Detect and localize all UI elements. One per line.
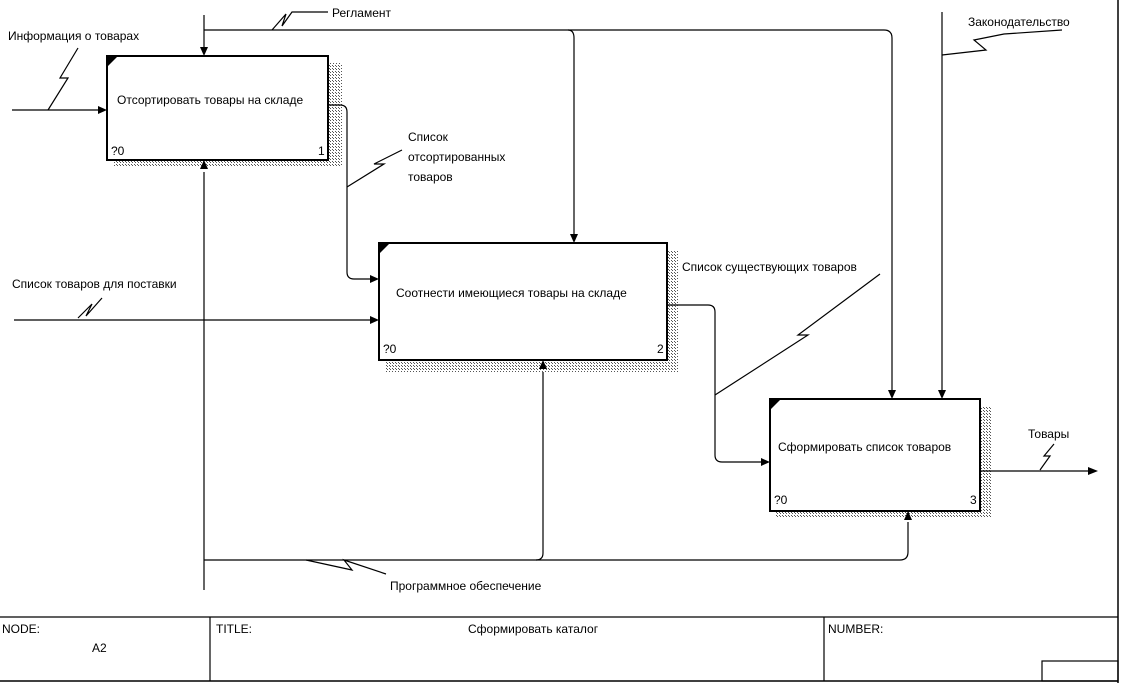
label-sorted-list-2: отсортированных: [408, 150, 505, 164]
label-legislation: Законодательство: [968, 15, 1070, 29]
activity-box-1[interactable]: Отсортировать товары на складе ?0 1: [106, 55, 329, 161]
squiggle-goods-out: [1039, 443, 1055, 471]
squiggle-sorted-list: [346, 149, 403, 188]
label-existing-list: Список существующих товаров: [682, 260, 857, 274]
label-delivery-list: Список товаров для поставки: [12, 277, 177, 291]
arrowheads: [98, 47, 1098, 520]
squiggle-reglament: [271, 11, 328, 31]
arrow-software-box2[interactable]: [204, 372, 544, 561]
footer-node-value: A2: [92, 641, 107, 655]
footer-title-label: TITLE:: [216, 622, 252, 636]
activity-2-cost: ?0: [383, 342, 397, 356]
activity-1-name: Отсортировать товары на складе: [117, 93, 303, 107]
title-block: [0, 616, 1119, 682]
label-software: Программное обеспечение: [390, 579, 542, 593]
squiggle-delivery-list: [77, 297, 103, 319]
label-goods-out: Товары: [1028, 427, 1069, 441]
arrow-sorted-list[interactable]: [328, 104, 373, 280]
footer-number-label: NUMBER:: [828, 622, 883, 636]
arrow-software-box3[interactable]: [536, 522, 909, 561]
footer-node-label: NODE:: [2, 622, 40, 636]
label-info-goods: Информация о товарах: [8, 29, 139, 43]
squiggle-software: [305, 558, 387, 575]
arrow-reglament-box3[interactable]: [568, 29, 893, 393]
squiggle-info-goods: [47, 47, 79, 111]
activity-2-name: Соотнести имеющиеся товары на складе: [396, 286, 627, 300]
label-reglament: Регламент: [332, 6, 391, 20]
activity-box-2[interactable]: Соотнести имеющиеся товары на складе ?0 …: [378, 242, 668, 361]
activity-box-3[interactable]: Сформировать список товаров ?0 3: [769, 398, 981, 512]
activity-1-number: 1: [318, 144, 325, 158]
activity-3-number: 3: [970, 493, 977, 507]
label-sorted-list-1: Список: [408, 130, 449, 144]
squiggle-existing-list: [714, 273, 881, 396]
activity-1-cost: ?0: [111, 144, 125, 158]
arrow-existing-list[interactable]: [667, 304, 764, 463]
label-sorted-list-3: товаров: [408, 170, 453, 184]
activity-3-name: Сформировать список товаров: [778, 440, 951, 454]
activity-2-number: 2: [657, 342, 664, 356]
footer-title-value: Сформировать каталог: [468, 622, 599, 636]
activity-3-cost: ?0: [774, 493, 788, 507]
squiggle-legislation: [941, 29, 1063, 56]
